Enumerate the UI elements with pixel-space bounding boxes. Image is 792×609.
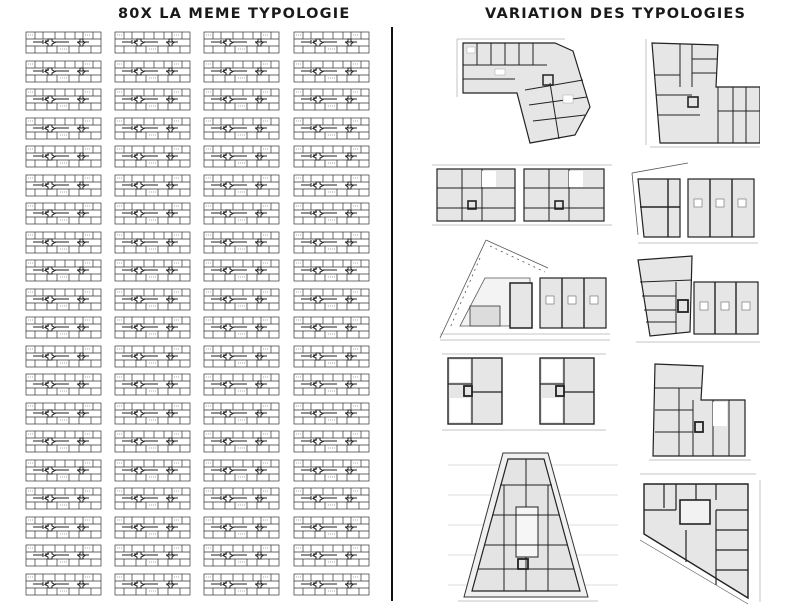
typology-tile xyxy=(25,88,102,111)
typology-tile xyxy=(114,487,191,510)
typology-tile xyxy=(25,487,102,510)
typology-tile xyxy=(203,430,280,453)
typology-tile xyxy=(114,430,191,453)
typology-tile xyxy=(293,117,370,140)
typology-tile xyxy=(114,573,191,596)
typology-tile xyxy=(293,402,370,425)
floor-plan-8 xyxy=(645,360,755,465)
typology-tile xyxy=(203,31,280,54)
typology-tile xyxy=(293,88,370,111)
typology-tile xyxy=(203,259,280,282)
typology-tile xyxy=(293,60,370,83)
floor-plan-5 xyxy=(430,238,620,348)
typology-tile xyxy=(293,345,370,368)
typology-tile xyxy=(203,573,280,596)
typology-tile xyxy=(293,373,370,396)
typology-tile xyxy=(203,288,280,311)
typology-tile xyxy=(203,117,280,140)
typology-tile xyxy=(114,459,191,482)
typology-tile xyxy=(25,202,102,225)
typology-tile xyxy=(203,202,280,225)
typology-tile xyxy=(114,402,191,425)
typology-tile xyxy=(293,516,370,539)
typology-tile xyxy=(25,31,102,54)
typology-tile xyxy=(293,174,370,197)
floor-plan-9 xyxy=(448,445,618,605)
typology-tile xyxy=(203,60,280,83)
typology-tile xyxy=(293,202,370,225)
typology-tile xyxy=(25,117,102,140)
typology-tile xyxy=(114,544,191,567)
typology-tile xyxy=(114,288,191,311)
typology-tile xyxy=(25,231,102,254)
typology-tile xyxy=(203,459,280,482)
typology-tile xyxy=(114,202,191,225)
typology-tile xyxy=(25,259,102,282)
typology-tile xyxy=(114,259,191,282)
typology-tile xyxy=(293,145,370,168)
typology-tile xyxy=(293,231,370,254)
typology-tile xyxy=(25,430,102,453)
typology-tile xyxy=(114,516,191,539)
typology-tile xyxy=(25,573,102,596)
typology-tile xyxy=(114,88,191,111)
typology-tile xyxy=(203,402,280,425)
typology-tile xyxy=(203,373,280,396)
typology-tile xyxy=(293,487,370,510)
typology-tile xyxy=(293,459,370,482)
typology-tile xyxy=(25,516,102,539)
typology-tile xyxy=(114,373,191,396)
typology-tile xyxy=(114,117,191,140)
floor-plan-6 xyxy=(630,252,765,347)
typology-tile xyxy=(203,231,280,254)
typology-tile xyxy=(293,316,370,339)
typology-tile xyxy=(203,88,280,111)
typology-tile xyxy=(203,487,280,510)
typology-tile xyxy=(203,345,280,368)
floor-plan-10 xyxy=(636,470,766,605)
typology-tile xyxy=(203,516,280,539)
typology-tile xyxy=(293,573,370,596)
right-panel-title: VARIATION DES TYPOLOGIES xyxy=(485,6,747,22)
typology-tile xyxy=(25,459,102,482)
panel-divider xyxy=(391,27,393,601)
typology-tile xyxy=(114,145,191,168)
typology-tile xyxy=(114,60,191,83)
typology-tile xyxy=(25,60,102,83)
typology-tile xyxy=(25,373,102,396)
typology-tile xyxy=(114,316,191,339)
typology-tile xyxy=(25,402,102,425)
typology-tile xyxy=(114,345,191,368)
typology-tile xyxy=(203,316,280,339)
typology-tile xyxy=(25,316,102,339)
typology-tile xyxy=(203,145,280,168)
typology-tile xyxy=(114,231,191,254)
floor-plan-2 xyxy=(640,35,760,150)
typology-tile xyxy=(203,174,280,197)
left-panel-title: 80X LA MEME TYPOLOGIE xyxy=(118,6,351,22)
typology-tile xyxy=(25,174,102,197)
floor-plan-4 xyxy=(628,155,763,245)
floor-plan-1 xyxy=(455,35,605,145)
typology-tile xyxy=(293,288,370,311)
typology-tile xyxy=(25,288,102,311)
typology-tile xyxy=(25,345,102,368)
typology-tile xyxy=(25,145,102,168)
typology-tile xyxy=(293,31,370,54)
typology-tile xyxy=(293,430,370,453)
typology-tile xyxy=(114,174,191,197)
typology-tile xyxy=(203,544,280,567)
floor-plan-7 xyxy=(440,352,610,437)
typology-tile xyxy=(293,544,370,567)
typology-tile xyxy=(25,544,102,567)
floor-plan-3 xyxy=(432,163,612,228)
typology-tile xyxy=(293,259,370,282)
typology-tile xyxy=(114,31,191,54)
